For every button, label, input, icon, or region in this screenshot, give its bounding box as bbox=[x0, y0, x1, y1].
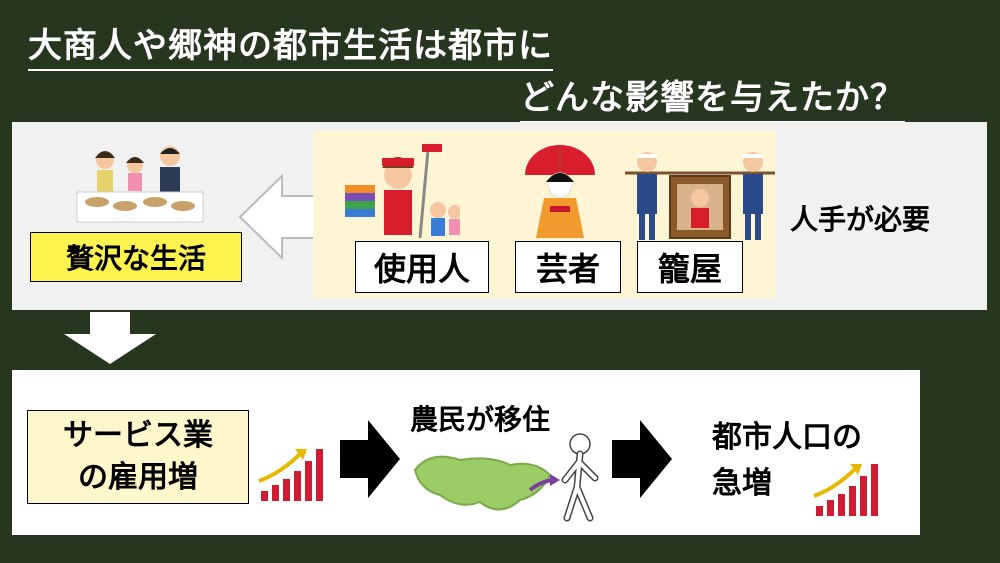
service-employment-box: サービス業 の雇用増 bbox=[27, 410, 249, 504]
worker-label-geisha: 芸者 bbox=[515, 241, 621, 293]
walking-person-icon bbox=[561, 433, 599, 522]
result-line2: 急増 bbox=[712, 466, 772, 501]
worker-label-servant: 使用人 bbox=[355, 241, 489, 293]
servant-icon bbox=[345, 144, 460, 239]
result-line1: 都市人口の bbox=[712, 420, 862, 455]
family-dinner-icon bbox=[76, 146, 204, 223]
title-line-1: 大商人や郷神の都市生活は都市に bbox=[28, 18, 553, 71]
luxury-life-box: 贅沢な生活 bbox=[30, 232, 242, 282]
result-text: 都市人口の 急増 bbox=[712, 415, 862, 507]
map-icon bbox=[413, 455, 560, 511]
palanquin-icon bbox=[625, 152, 775, 240]
service-label-line1: サービス業 bbox=[63, 418, 213, 453]
need-hands-label: 人手が必要 bbox=[790, 203, 931, 236]
migration-label: 農民が移住 bbox=[410, 403, 551, 436]
down-arrow-icon bbox=[64, 312, 156, 364]
geisha-icon bbox=[525, 145, 595, 238]
luxury-life-label: 贅沢な生活 bbox=[65, 242, 206, 275]
worker-label-palanquin: 籠屋 bbox=[637, 241, 743, 293]
right-arrow-icon bbox=[612, 420, 672, 498]
title-line-2: どんな影響を与えたか？ bbox=[520, 70, 905, 123]
growth-chart-icon bbox=[258, 449, 323, 501]
service-label-line2: の雇用増 bbox=[78, 460, 198, 495]
right-arrow-icon bbox=[340, 420, 400, 498]
growth-chart-icon bbox=[813, 464, 878, 516]
